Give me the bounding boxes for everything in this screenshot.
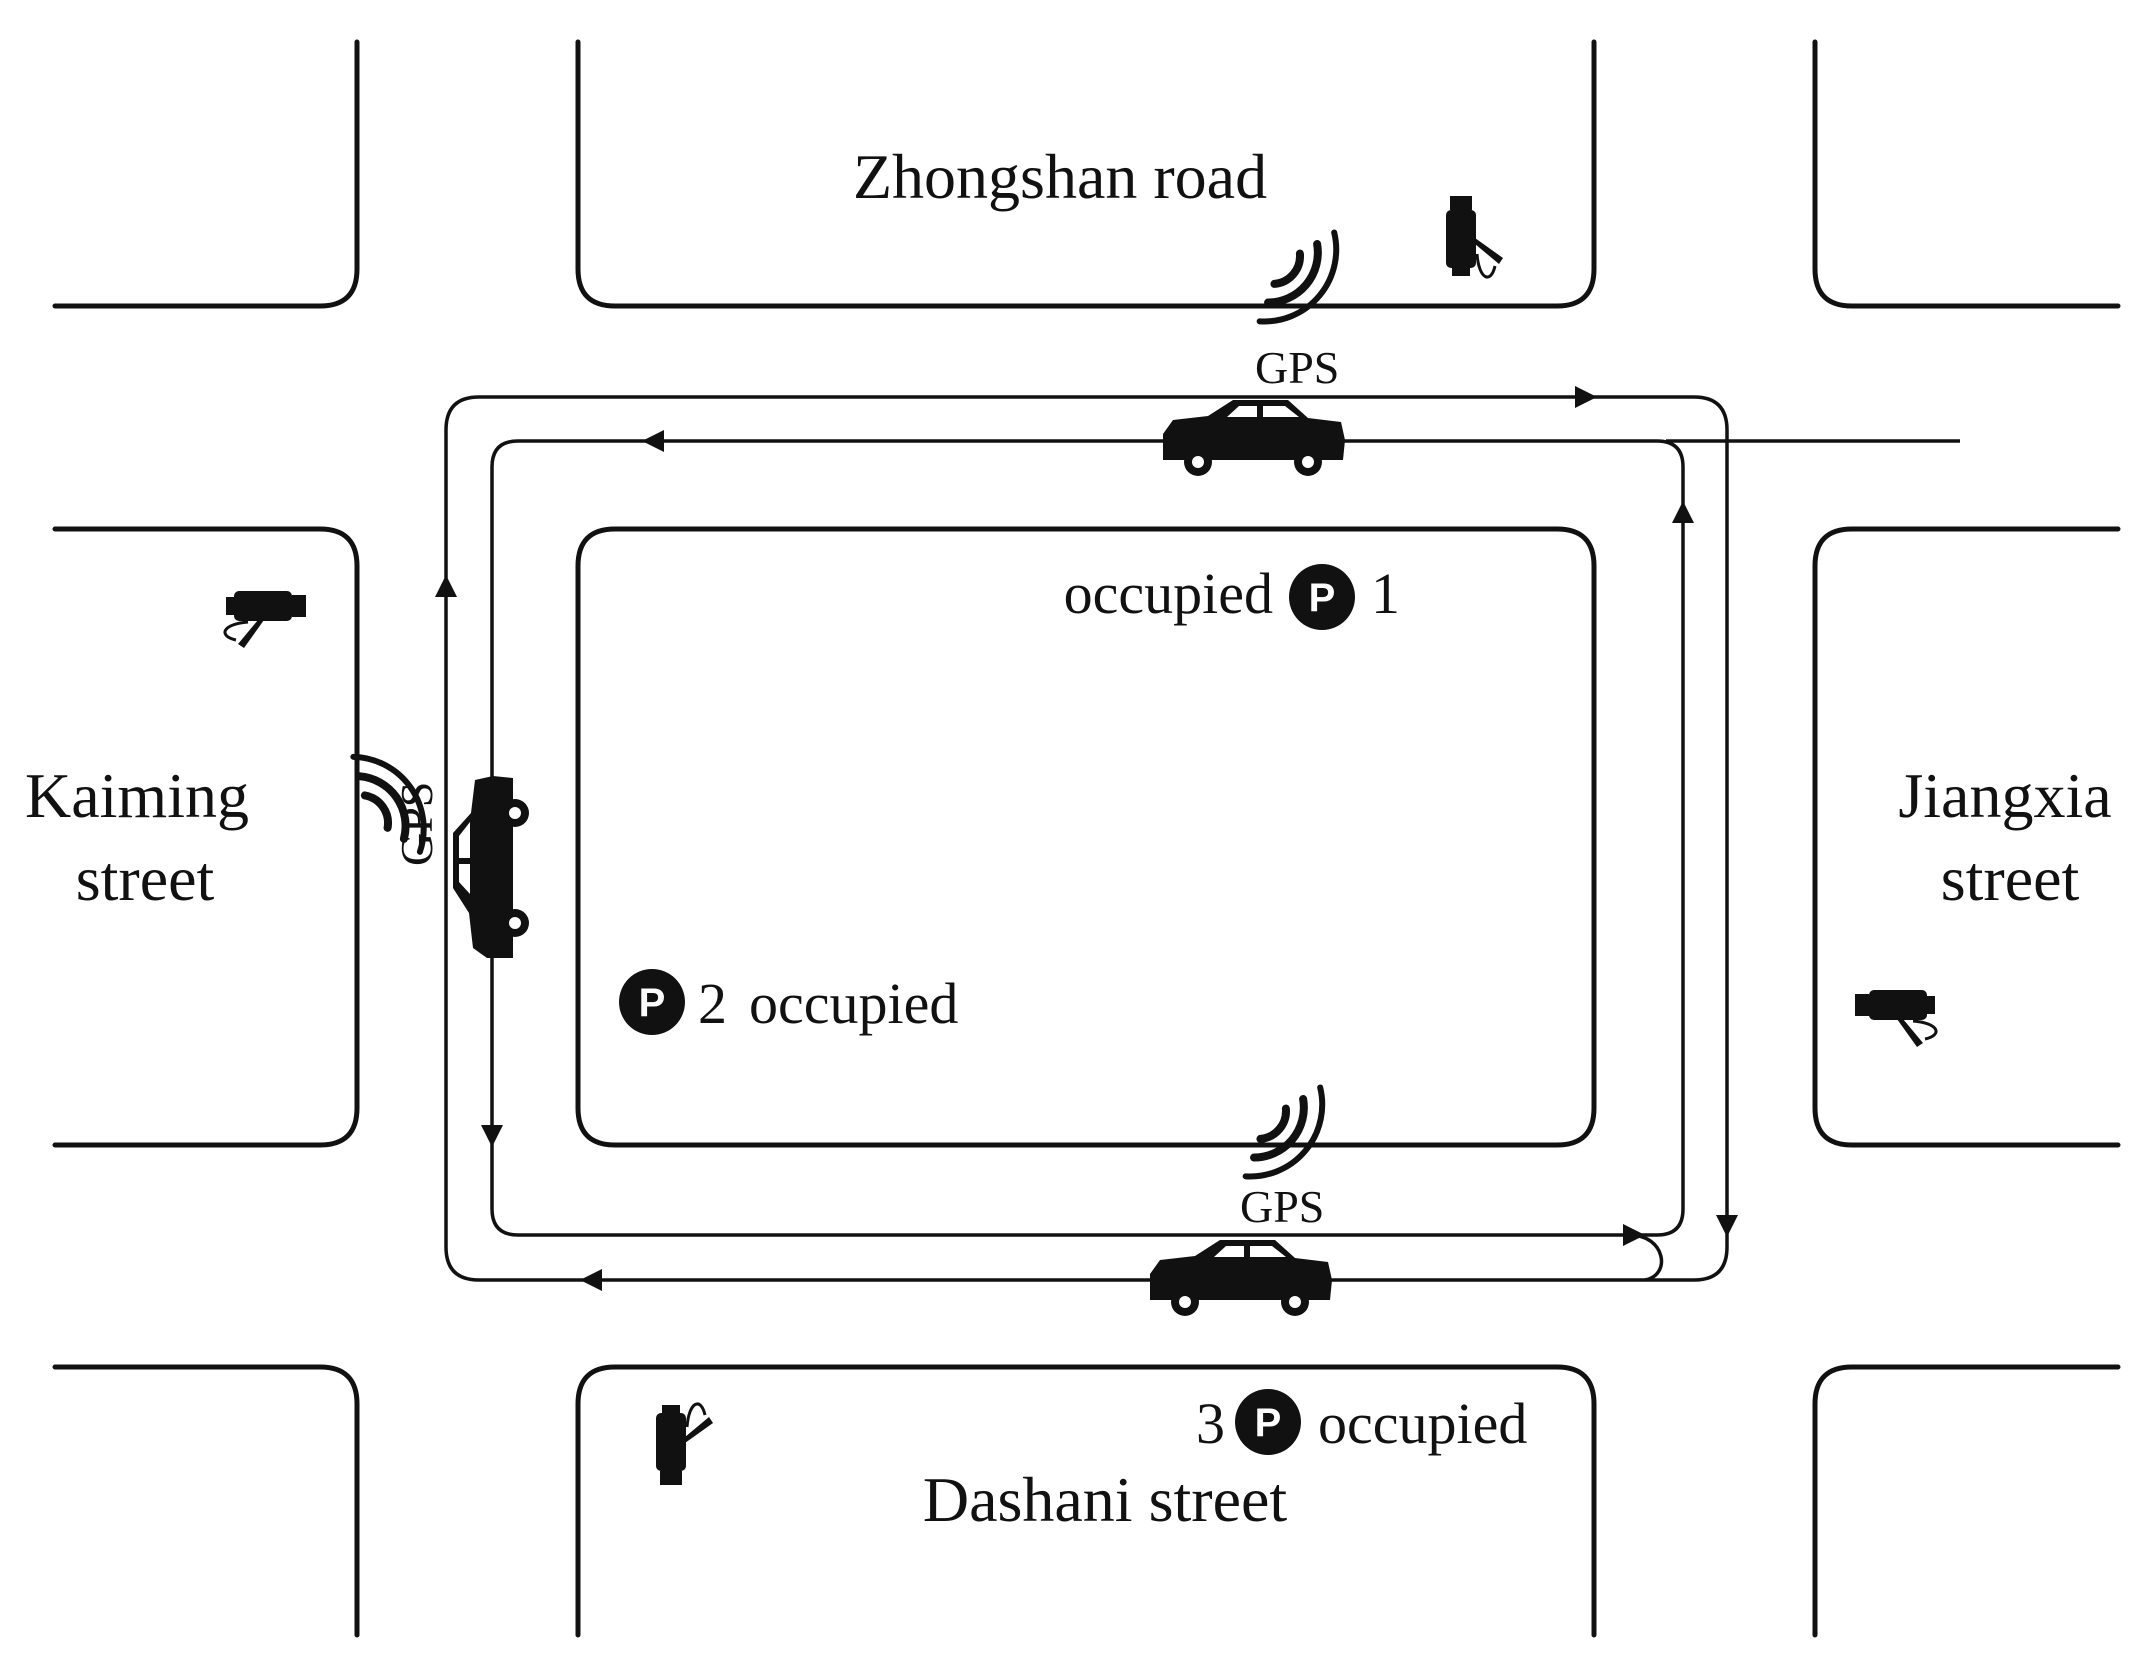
gps-signal-icon: [1238, 1087, 1328, 1177]
parking-lot-2: P 2 occupied: [619, 969, 958, 1036]
parking-status: occupied: [1064, 561, 1273, 626]
parking-status: occupied: [1318, 1391, 1527, 1456]
svg-text:P: P: [1255, 1401, 1282, 1445]
street-name-east-line2: street: [1941, 843, 2080, 914]
parking-number: 1: [1371, 561, 1400, 626]
street-name-north: Zhongshan road: [853, 141, 1267, 212]
block-bottom-left: [52, 1364, 360, 1638]
gps-label-top: GPS: [1255, 342, 1339, 393]
arrow-icon: [1672, 501, 1694, 523]
parking-number: 2: [698, 971, 727, 1036]
arrow-icon: [435, 575, 457, 597]
block-top-center: [575, 39, 1597, 309]
gps-label-left: GPS: [391, 782, 442, 866]
car-icon: [453, 776, 529, 958]
street-name-east-line1: Jiangxia: [1898, 760, 2111, 831]
camera-icon: [1444, 194, 1505, 279]
arrow-icon: [1716, 1215, 1738, 1237]
parking-icon: P: [1235, 1389, 1301, 1455]
parking-lot-1: occupied P 1: [1064, 561, 1400, 630]
street-name-west-line2: street: [76, 843, 215, 914]
car-icon: [1163, 400, 1345, 476]
inner-route: [490, 439, 1685, 1237]
arrow-icon: [642, 430, 664, 452]
camera-icon: [1853, 988, 1938, 1049]
gps-signal-icon: [1252, 232, 1342, 322]
road-network: [52, 39, 2121, 1638]
parking-icon: P: [1289, 564, 1355, 630]
street-name-south: Dashani street: [923, 1464, 1288, 1535]
block-middle-left: [52, 526, 360, 1148]
camera-icon: [654, 1402, 715, 1487]
arrow-icon: [580, 1269, 602, 1291]
parking-lot-3: 3 P occupied: [1196, 1389, 1527, 1456]
block-middle-right: [1812, 526, 2121, 1148]
vehicle-routes: [435, 386, 1960, 1291]
street-name-west-line1: Kaiming: [25, 760, 249, 831]
u-turn-connector: [1629, 1233, 1664, 1282]
arrow-icon: [481, 1125, 503, 1147]
arrow-icon: [1623, 1224, 1645, 1246]
outer-route: [444, 395, 1729, 1282]
camera-icon: [223, 589, 308, 650]
block-bottom-center: [575, 1364, 1597, 1638]
block-center: [575, 526, 1597, 1148]
block-top-left: [52, 39, 360, 309]
svg-text:P: P: [639, 981, 666, 1025]
svg-text:P: P: [1309, 576, 1336, 620]
parking-icon: P: [619, 969, 685, 1035]
parking-number: 3: [1196, 1391, 1225, 1456]
block-top-right: [1812, 39, 2121, 309]
parking-status: occupied: [749, 971, 958, 1036]
arrow-icon: [1575, 386, 1597, 408]
gps-label-bottom: GPS: [1240, 1181, 1324, 1232]
car-icon: [1150, 1240, 1332, 1316]
block-bottom-right: [1812, 1364, 2121, 1638]
